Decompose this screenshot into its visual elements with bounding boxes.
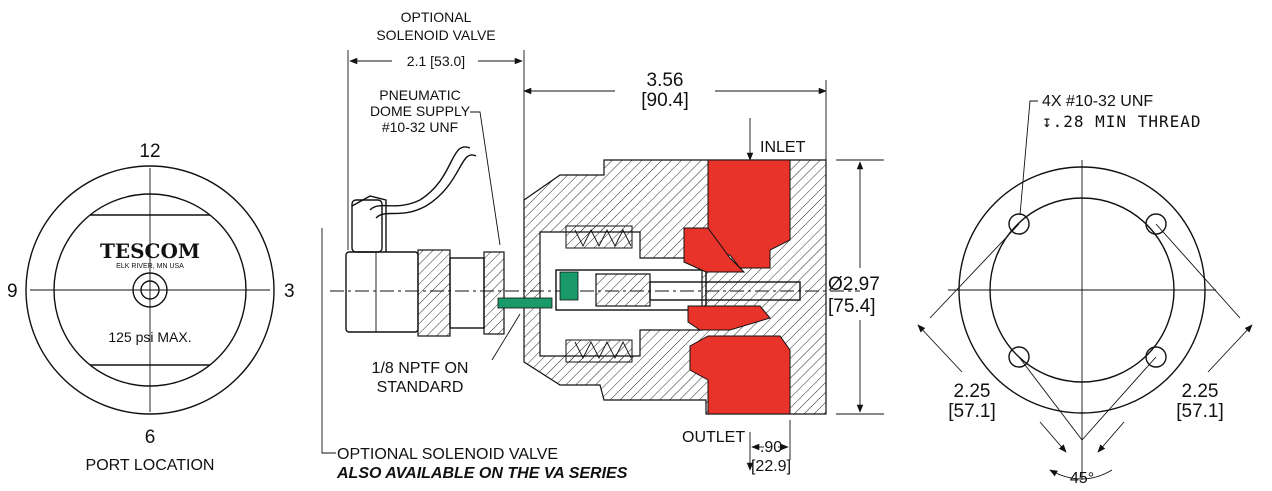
pneumatic-label-line3: #10-32 UNF (382, 119, 458, 135)
pneumatic-label-line1: PNEUMATIC (379, 87, 460, 103)
dim-solenoid-width: 2.1 [53.0] (407, 53, 465, 69)
port-location-view: TESCOM ELK RIVER, MN USA 125 psi MAX. 12… (7, 141, 295, 474)
mount-hole-bl (1008, 346, 1030, 368)
nptf-label-line2: STANDARD (377, 379, 464, 396)
dim-left-mm: [57.1] (948, 401, 996, 422)
dim-right-mm: [57.1] (1176, 401, 1224, 422)
dim-outlet-in: .90 (760, 439, 782, 456)
nptf-label-line1: 1/8 NPTF ON (372, 360, 469, 377)
dim-right-in: 2.25 (1182, 381, 1219, 402)
inlet-label: INLET (760, 139, 806, 156)
dim-diameter-in: Ø2.97 (828, 274, 880, 295)
brand-logo: TESCOM (100, 239, 200, 263)
mounting-view: 4X #10-32 UNF ↧.28 MIN THREAD 2.25 [57.1… (917, 93, 1253, 487)
dim-length-mm: [90.4] (641, 90, 689, 111)
dim-left-in: 2.25 (954, 381, 991, 402)
clock-6-label: 6 (145, 427, 156, 448)
spring-lower (574, 340, 632, 360)
port-location-caption: PORT LOCATION (86, 457, 215, 474)
dim-length-in: 3.56 (647, 70, 684, 91)
optional-solenoid-top-line2: SOLENOID VALVE (376, 27, 495, 43)
holes-spec-line2: ↧.28 MIN THREAD (1042, 112, 1202, 131)
outlet-passage (689, 335, 791, 415)
section-view: OPTIONAL SOLENOID VALVE 2.1 [53.0] PNEUM… (321, 9, 884, 482)
mount-hole-tr (1145, 213, 1167, 235)
pressure-note: 125 psi MAX. (108, 329, 191, 345)
optional-solenoid-bottom: OPTIONAL SOLENOID VALVE (337, 446, 558, 463)
mount-hole-tl (1008, 213, 1030, 235)
mount-hole-br (1145, 346, 1167, 368)
optional-solenoid-top-line1: OPTIONAL (401, 9, 472, 25)
clock-9-label: 9 (7, 281, 18, 302)
holes-spec-line1: 4X #10-32 UNF (1042, 93, 1153, 110)
angle-label: 45° (1070, 470, 1094, 487)
dim-outlet-mm: [22.9] (751, 458, 791, 475)
dim-diameter-mm: [75.4] (828, 296, 876, 317)
brand-location: ELK RIVER, MN USA (116, 263, 184, 270)
pilot-passage (497, 297, 553, 309)
knurled-nut (417, 249, 451, 337)
spring-upper (574, 228, 632, 248)
also-available-note: ALSO AVAILABLE ON THE VA SERIES (336, 465, 628, 482)
clock-3-label: 3 (284, 281, 295, 302)
outlet-label: OUTLET (682, 429, 745, 446)
pneumatic-label-line2: DOME SUPPLY (370, 103, 471, 119)
clock-12-label: 12 (139, 141, 160, 162)
